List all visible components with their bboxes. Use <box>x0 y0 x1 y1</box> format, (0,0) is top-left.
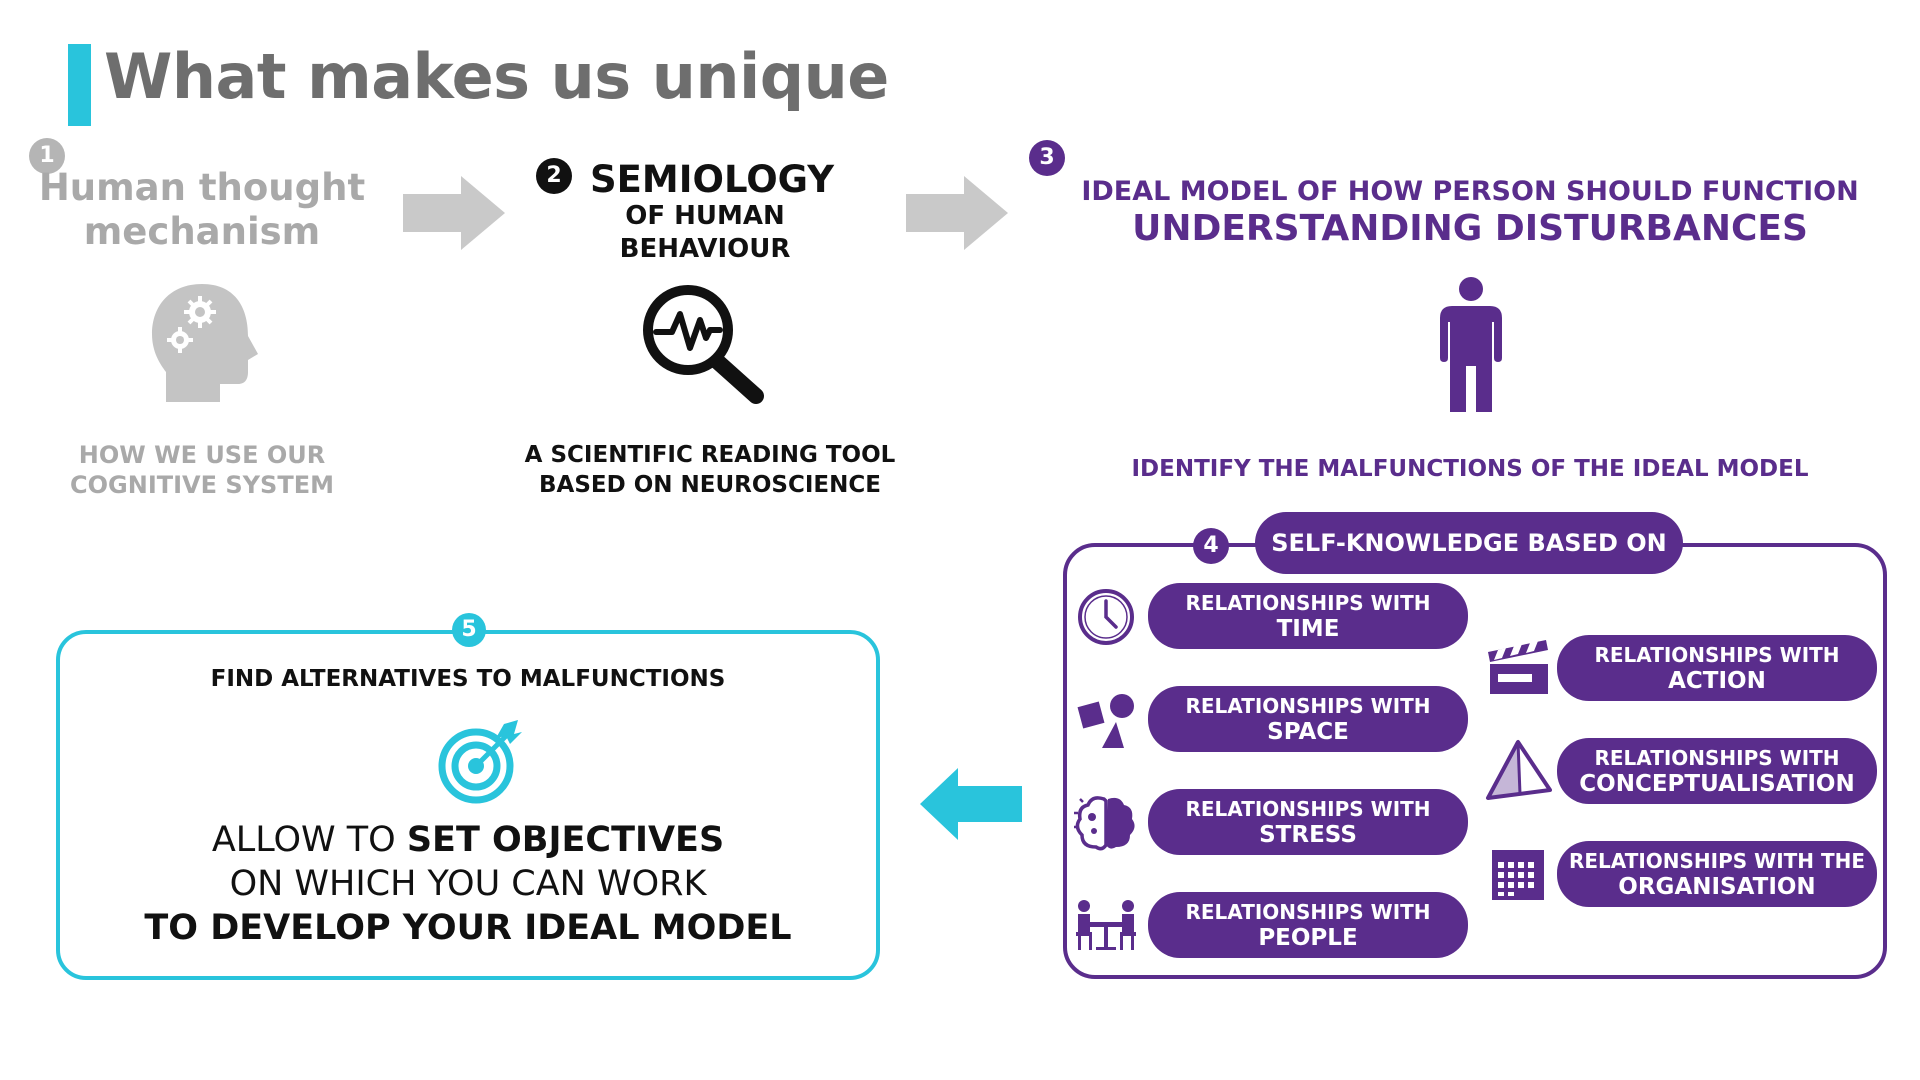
relationship-time-line1: RELATIONSHIPS WITH <box>1185 591 1431 615</box>
relationship-conceptualisation-line1: RELATIONSHIPS WITH <box>1594 746 1840 770</box>
head-gears-icon <box>152 284 258 402</box>
step-3-number: 3 <box>1029 140 1065 176</box>
relationship-organisation-line1: RELATIONSHIPS WITH THE <box>1568 849 1866 873</box>
step-3-line1: IDEAL MODEL OF HOW PERSON SHOULD FUNCTIO… <box>1081 176 1859 207</box>
step-1-title-line2: mechanism <box>83 210 321 253</box>
pyramid-icon <box>1486 740 1552 800</box>
brain-icon <box>1074 796 1135 851</box>
step-2-sub-line1: OF HUMAN <box>625 201 785 231</box>
magnifier-pulse-icon <box>643 285 764 404</box>
arrow-right-icon <box>403 176 505 250</box>
step-2-subtitle: OF HUMAN BEHAVIOUR <box>560 200 850 266</box>
step-1-description: HOW WE USE OUR COGNITIVE SYSTEM <box>32 440 372 500</box>
clock-icon <box>1078 589 1134 645</box>
relationship-stress-line2: STRESS <box>1259 822 1357 848</box>
step-2-desc-line1: A SCIENTIFIC READING TOOL <box>524 442 896 468</box>
step-5-number: 5 <box>452 613 486 647</box>
relationship-stress-line1: RELATIONSHIPS WITH <box>1185 797 1431 821</box>
relationship-people: RELATIONSHIPS WITH PEOPLE <box>1148 892 1468 958</box>
relationship-space: RELATIONSHIPS WITH SPACE <box>1148 686 1468 752</box>
step-2-description: A SCIENTIFIC READING TOOL BASED ON NEURO… <box>500 440 920 500</box>
step-2-sub-line2: BEHAVIOUR <box>619 234 791 264</box>
relationship-space-line1: RELATIONSHIPS WITH <box>1185 694 1431 718</box>
calendar-icon <box>1492 850 1544 900</box>
relationship-action: RELATIONSHIPS WITH ACTION <box>1557 635 1877 701</box>
relationship-organisation-line2: ORGANISATION <box>1618 874 1816 900</box>
relationship-time: RELATIONSHIPS WITH TIME <box>1148 583 1468 649</box>
relationship-action-line1: RELATIONSHIPS WITH <box>1594 643 1840 667</box>
title-accent-bar <box>68 44 91 126</box>
step-1-number: 1 <box>29 138 65 174</box>
relationship-people-line1: RELATIONSHIPS WITH <box>1185 900 1431 924</box>
relationship-conceptualisation: RELATIONSHIPS WITH CONCEPTUALISATION <box>1557 738 1877 804</box>
self-knowledge-heading: SELF-KNOWLEDGE BASED ON <box>1255 512 1683 574</box>
arrow-left-icon <box>920 768 1022 840</box>
person-icon <box>1440 277 1502 412</box>
step-1-desc-line2: COGNITIVE SYSTEM <box>70 471 334 499</box>
step-5-title: FIND ALTERNATIVES TO MALFUNCTIONS <box>210 666 726 692</box>
relationship-conceptualisation-line2: CONCEPTUALISATION <box>1579 771 1855 797</box>
relationship-space-line2: SPACE <box>1267 719 1349 745</box>
step-5-body: ALLOW TO SET OBJECTIVES ON WHICH YOU CAN… <box>56 818 880 950</box>
step-5-line1: ALLOW TO SET OBJECTIVES <box>56 818 880 862</box>
relationship-time-line2: TIME <box>1276 616 1340 642</box>
relationship-stress: RELATIONSHIPS WITH STRESS <box>1148 789 1468 855</box>
step-3-line2: UNDERSTANDING DISTURBANCES <box>1132 208 1808 249</box>
relationship-people-line2: PEOPLE <box>1258 925 1358 951</box>
step-4-number: 4 <box>1193 528 1229 564</box>
step-5-line2: ON WHICH YOU CAN WORK <box>229 864 707 904</box>
clapperboard-icon <box>1488 640 1548 694</box>
step-5-line1-plain: ALLOW TO <box>211 820 407 860</box>
step-2-number: 2 <box>536 158 572 194</box>
step-1-title-line1: Human thought <box>38 166 366 209</box>
step-1-title: Human thought mechanism <box>32 166 372 254</box>
meeting-icon <box>1076 900 1136 950</box>
step-2-desc-line2: BASED ON NEUROSCIENCE <box>539 472 881 498</box>
relationship-action-line2: ACTION <box>1668 668 1766 694</box>
step-5-line3: TO DEVELOP YOUR IDEAL MODEL <box>144 908 792 948</box>
step-5-line1-bold: SET OBJECTIVES <box>406 820 725 860</box>
arrow-right-icon <box>906 176 1008 250</box>
step-3-identify: IDENTIFY THE MALFUNCTIONS OF THE IDEAL M… <box>1131 456 1809 482</box>
target-icon <box>438 720 522 804</box>
step-2-title: SEMIOLOGY <box>590 158 835 201</box>
relationship-organisation: RELATIONSHIPS WITH THE ORGANISATION <box>1557 841 1877 907</box>
shapes-icon <box>1077 694 1134 748</box>
page-title: What makes us unique <box>104 40 889 113</box>
step-1-desc-line1: HOW WE USE OUR <box>78 441 326 469</box>
